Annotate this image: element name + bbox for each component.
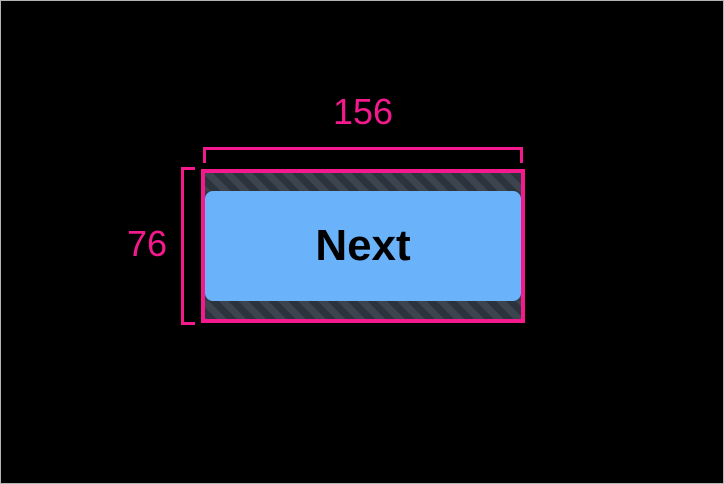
width-dimension-label: 156 [332, 91, 394, 132]
hatched-bottom-strip [201, 301, 525, 323]
button-container: Next [201, 191, 525, 301]
width-dimension-bracket [203, 147, 523, 163]
next-button-widget: Next [201, 169, 525, 323]
height-dimension-bracket [181, 167, 195, 325]
height-dimension-label: 76 [126, 223, 167, 264]
next-button[interactable]: Next [205, 191, 521, 301]
hatched-top-strip [201, 169, 525, 191]
